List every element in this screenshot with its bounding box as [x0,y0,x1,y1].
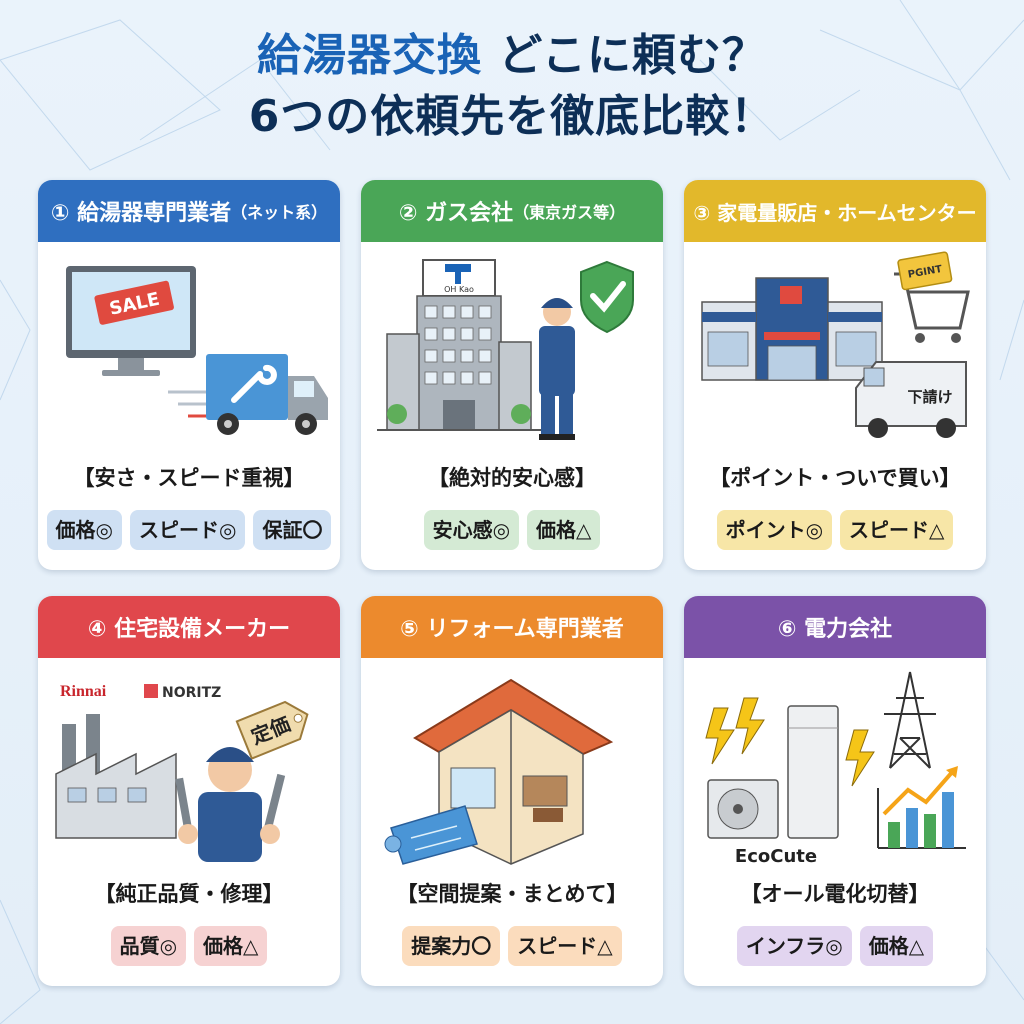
card-header: ① 給湯器専門業者（ネット系） [38,180,340,242]
water-tank-icon [787,705,839,839]
shopping-cart-icon: PGINT [894,251,970,343]
rating-pill: 価格△ [194,926,268,966]
house-cutaway-illustration [384,678,614,865]
card-title-note: （東京ガス等） [513,203,626,222]
factory-icon [55,714,177,839]
rinnai-logo: Rinnai [60,683,107,700]
technician-with-wrench-icon [175,747,286,862]
card-electronics-store: ③ 家電量販店・ホームセンター PGINT 下請け [684,180,986,570]
card-reform-specialist: ⑤ リフォーム専門業者 【空間提案・まとめて】 提案力〇 スピード△ [361,596,663,986]
delivery-truck-icon [168,354,328,435]
card-tagline: 【空間提案・まとめて】 [396,882,628,906]
rating-pill: ポイント◎ [716,510,833,550]
title-rest: どこに頼む？ [482,30,767,81]
card-manufacturer: ④ 住宅設備メーカー Rinnai NORITZ 定価 【純正品質・修理】 [38,596,340,986]
rating-pill: 価格△ [859,926,934,966]
rating-pill: 品質◎ [110,926,187,966]
ecocute-label: EcoCute [735,846,817,867]
rating-pill: インフラ◎ [736,926,852,966]
card-title: ⑤ リフォーム専門業者 [400,617,624,642]
rating-pill: スピード△ [840,510,954,550]
card-tagline: 【純正品質・修理】 [94,882,284,906]
monitor-icon: SALE [66,266,196,376]
rating-pills: 価格◎ スピード◎ 保証〇 [38,510,340,550]
ecocute-illustration: EcoCute [705,671,966,867]
card-tagline: 【安さ・スピード重視】 [73,466,305,490]
noritz-logo: NORITZ [162,685,221,701]
manufacturer-illustration: Rinnai NORITZ 定価 [55,683,309,862]
card-header: ⑤ リフォーム専門業者 [361,596,663,658]
title-line-1: 給湯器交換 どこに頼む？ [0,28,1024,84]
card-title: ⑥ 電力会社 [777,617,893,642]
card-tagline: 【ポイント・ついで買い】 [709,466,961,490]
building-sign-text: OH Kao [444,285,474,294]
blueprint-icon [384,805,478,865]
card-header: ② ガス会社（東京ガス等） [361,180,663,242]
heat-pump-unit-icon [707,779,779,839]
rating-pill: 価格△ [527,510,601,550]
noritz-logo-icon [144,684,158,698]
gas-company-building-illustration: OH Kao [377,259,634,440]
rating-pill: 価格◎ [46,510,122,550]
shield-check-icon [580,260,634,334]
rating-pill: 提案力〇 [402,926,501,966]
rating-pills: 提案力〇 スピード△ [361,926,663,966]
rating-pill: 安心感◎ [423,510,520,550]
worker-icon [539,298,575,440]
card-header: ④ 住宅設備メーカー [38,596,340,658]
title-line-2: 6つの依頼先を徹底比較！ [248,91,776,142]
growth-chart-icon [877,766,966,849]
card-title: ③ 家電量販店・ホームセンター [693,200,977,225]
rating-pills: ポイント◎ スピード△ [684,510,986,550]
page-title: 給湯器交換 どこに頼む？ 6つの依頼先を徹底比較！ [0,28,1024,146]
rating-pills: インフラ◎ 価格△ [684,926,986,966]
card-online-specialist: ① 給湯器専門業者（ネット系） SALE 【安さ・スピード重視】 価格◎ [38,180,340,570]
card-tagline: 【絶対的安心感】 [428,466,596,490]
rating-pills: 品質◎ 価格△ [38,926,340,966]
power-tower-icon [884,671,936,769]
rating-pills: 安心感◎ 価格△ [361,510,663,550]
card-title: ① 給湯器専門業者 [50,201,232,226]
house-icon [413,678,614,865]
store-and-cart-illustration: PGINT 下請け [701,251,970,438]
card-header: ③ 家電量販店・ホームセンター [684,180,986,242]
computer-and-truck-illustration: SALE [66,266,328,435]
rating-pill: スピード◎ [130,510,246,550]
subcontractor-van-icon: 下請け [855,361,967,438]
card-title: ④ 住宅設備メーカー [87,617,291,642]
card-header: ⑥ 電力会社 [684,596,986,658]
card-title-note: （ネット系） [231,203,328,222]
card-tagline: 【オール電化切替】 [740,882,930,906]
office-building-icon: OH Kao [377,259,541,431]
price-tag-icon: 定価 [235,700,309,760]
lightning-icon [705,697,875,787]
store-building-icon [701,277,883,381]
title-accent: 給湯器交換 [257,30,482,81]
card-title: ② ガス会社 [398,201,514,226]
card-gas-company: ② ガス会社（東京ガス等） OH Kao [361,180,663,570]
van-label-text: 下請け [907,388,952,406]
rating-pill: スピード△ [508,926,622,966]
rating-pill: 保証〇 [253,510,332,550]
card-power-company: ⑥ 電力会社 EcoCute [684,596,986,986]
